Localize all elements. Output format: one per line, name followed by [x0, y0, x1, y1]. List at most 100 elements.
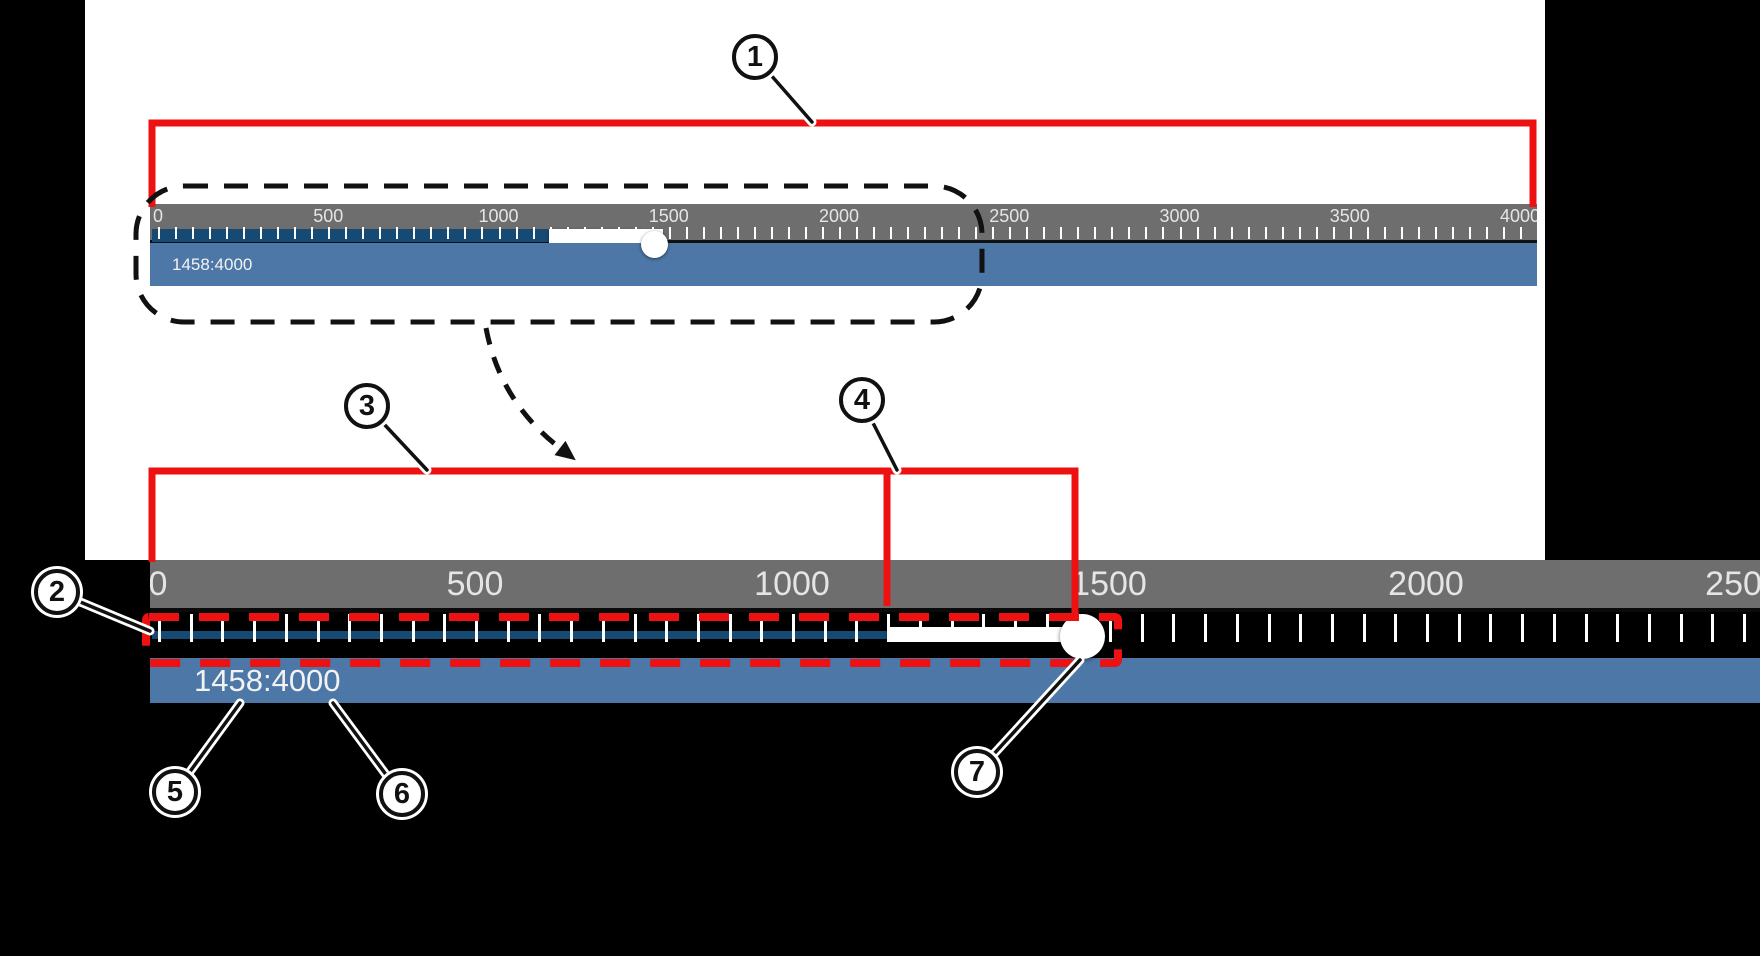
tick-mark	[1109, 614, 1112, 642]
tick-mark	[1743, 614, 1746, 642]
tick-mark	[918, 614, 922, 642]
tick-mark	[362, 227, 365, 239]
tick-mark	[1330, 614, 1334, 642]
tick-mark	[1417, 227, 1420, 239]
tick-mark	[1383, 227, 1386, 239]
tick-mark	[277, 227, 280, 239]
callout-4: 4	[839, 377, 885, 423]
tick-mark	[1060, 227, 1063, 239]
tick-mark	[1394, 614, 1398, 642]
callout-1: 1	[732, 34, 778, 80]
full-timeline-slider-handle[interactable]	[641, 231, 668, 258]
tick-mark	[1077, 227, 1080, 239]
full-timeline-counter-bar: 1458:4000	[150, 243, 1537, 286]
tick-mark	[475, 614, 478, 642]
tick-mark	[941, 227, 944, 239]
tick-mark	[1552, 614, 1556, 642]
tick-mark	[348, 614, 352, 642]
tick-mark	[668, 227, 671, 239]
tick-mark	[1315, 227, 1318, 239]
tick-mark	[464, 227, 467, 239]
tick-mark	[345, 227, 348, 239]
tick-mark	[1521, 614, 1525, 642]
ruler-label: 2000	[1388, 565, 1464, 603]
tick-mark	[328, 227, 331, 239]
tick-mark	[221, 614, 225, 642]
tick-mark	[1264, 227, 1267, 239]
tick-mark	[890, 227, 893, 239]
tick-mark	[1140, 614, 1144, 642]
tick-mark	[538, 614, 542, 642]
tick-mark	[243, 227, 246, 239]
tick-mark	[1584, 614, 1588, 642]
tick-mark	[498, 227, 501, 239]
tick-mark	[1332, 227, 1335, 239]
tick-mark	[506, 614, 510, 642]
tick-mark	[226, 227, 229, 239]
zoom-timeline-ticks	[150, 614, 1760, 644]
tick-mark	[855, 614, 859, 642]
tick-mark	[685, 227, 688, 239]
tick-mark	[821, 227, 824, 239]
tick-mark	[887, 614, 891, 642]
tick-mark	[1489, 614, 1493, 642]
ruler-label: 1500	[648, 206, 689, 226]
ruler-label: 2500	[989, 206, 1030, 226]
zoom-timeline-slider-handle[interactable]	[1060, 614, 1105, 659]
tick-mark	[634, 227, 637, 239]
tick-mark	[396, 227, 399, 239]
tick-mark	[617, 227, 620, 239]
tick-mark	[413, 227, 416, 239]
tick-mark	[311, 227, 314, 239]
callout-2: 2	[34, 569, 80, 615]
tick-mark	[975, 227, 978, 239]
tick-mark	[1213, 227, 1216, 239]
tick-mark	[924, 227, 927, 239]
tick-mark	[532, 227, 535, 239]
tick-mark	[1400, 227, 1403, 239]
tick-mark	[702, 227, 705, 239]
tick-mark	[1162, 227, 1165, 239]
tick-mark	[1111, 227, 1114, 239]
tick-mark	[804, 227, 807, 239]
ruler-label: 0	[152, 206, 164, 226]
tick-mark	[1247, 227, 1250, 239]
tick-mark	[1281, 227, 1284, 239]
tick-mark	[1711, 614, 1715, 642]
tick-mark	[158, 227, 160, 239]
tick-mark	[1349, 227, 1352, 239]
tick-mark	[873, 227, 876, 239]
tick-mark	[1457, 614, 1461, 642]
tick-mark	[856, 227, 859, 239]
tick-mark	[1451, 227, 1454, 239]
tick-mark	[1128, 227, 1131, 239]
tick-mark	[1366, 227, 1369, 239]
ruler-label: 0	[150, 565, 168, 603]
tick-mark	[1647, 614, 1651, 642]
tick-mark	[1196, 227, 1199, 239]
tick-mark	[1616, 614, 1620, 642]
tick-mark	[1026, 227, 1029, 239]
tick-mark	[753, 227, 756, 239]
tick-mark	[379, 614, 383, 642]
tick-mark	[696, 614, 700, 642]
tick-mark	[633, 614, 637, 642]
tick-mark	[1172, 614, 1176, 642]
tick-mark	[379, 227, 382, 239]
tick-mark	[481, 227, 484, 239]
tick-mark	[294, 227, 297, 239]
tick-mark	[570, 614, 574, 642]
tick-mark	[665, 614, 669, 642]
tick-mark	[1145, 227, 1148, 239]
ruler-label: 3500	[1329, 206, 1370, 226]
tick-mark	[192, 227, 195, 239]
tick-mark	[189, 614, 193, 642]
ruler-label: 1500	[1071, 565, 1147, 603]
tick-mark	[316, 614, 320, 642]
tick-mark	[447, 227, 450, 239]
callout-5: 5	[152, 769, 198, 815]
tick-mark	[209, 227, 212, 239]
tick-mark	[158, 614, 161, 642]
